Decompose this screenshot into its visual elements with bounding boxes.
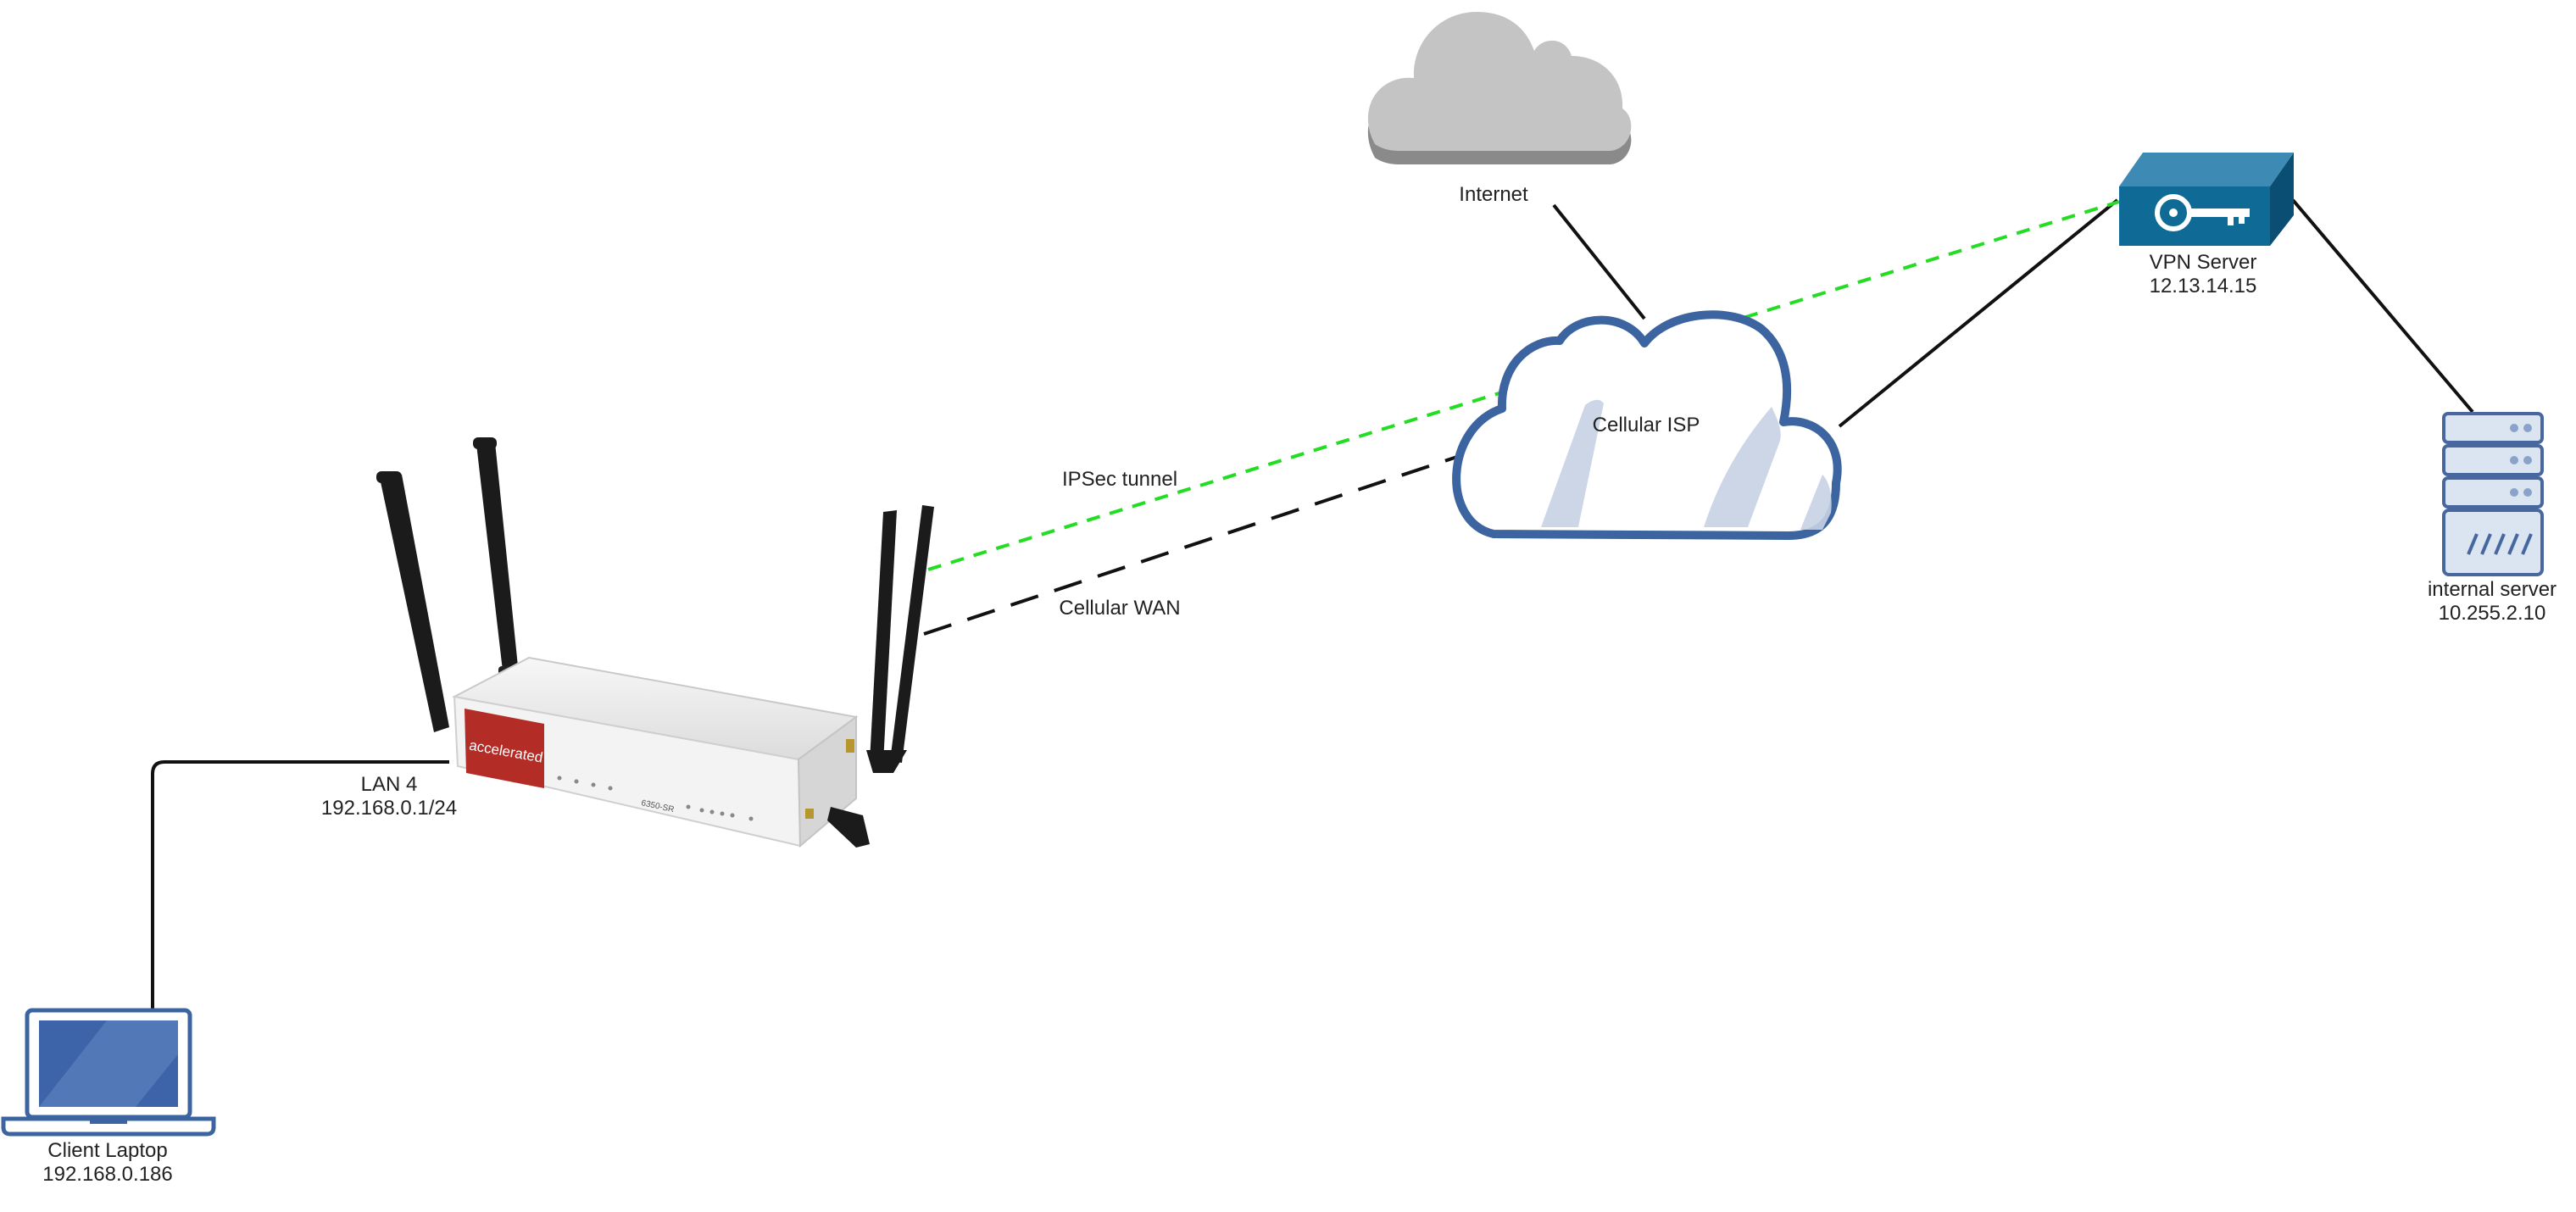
lan4-port-ip: 192.168.0.1/24 xyxy=(320,797,458,820)
vpn-server-key-icon xyxy=(2119,153,2294,246)
lan4-label: LAN 4 192.168.0.1/24 xyxy=(317,773,461,820)
internet-cloud-icon xyxy=(1367,12,1632,164)
router-icon: accelerated 6350-SR xyxy=(376,437,934,848)
link-isp-vpn-server xyxy=(1838,198,2119,428)
internet-label: Internet xyxy=(1459,183,1528,206)
client-laptop-ip: 192.168.0.186 xyxy=(42,1163,173,1186)
vpn-server-ip: 12.13.14.15 xyxy=(2149,275,2257,297)
client-laptop-label: Client Laptop 192.168.0.186 xyxy=(29,1139,186,1187)
internal-server-name: internal server xyxy=(2427,578,2557,601)
internal-server-ip: 10.255.2.10 xyxy=(2438,602,2546,625)
router-brand-plate xyxy=(465,709,544,788)
vpn-server-name: VPN Server xyxy=(2149,251,2257,274)
cellular-isp-label: Cellular ISP xyxy=(1592,414,1700,436)
cellular-isp-cloud-icon xyxy=(1452,310,1842,540)
cellular-wan-line xyxy=(923,454,1460,636)
link-internet-isp xyxy=(1552,203,1646,320)
client-laptop-name: Client Laptop xyxy=(47,1139,168,1162)
internal-server-label: internal server 10.255.2.10 xyxy=(2416,578,2568,625)
lan4-port-name: LAN 4 xyxy=(360,773,418,796)
link-lan4-laptop xyxy=(151,760,449,1009)
internal-server-icon xyxy=(2442,412,2544,576)
ipsec-tunnel-label: IPSec tunnel xyxy=(1061,468,1178,491)
vpn-server-label: VPN Server 12.13.14.15 xyxy=(2139,251,2267,298)
link-vpn-internal-server xyxy=(2291,198,2474,414)
client-laptop-icon xyxy=(1,1008,216,1137)
cellular-wan-label: Cellular WAN xyxy=(1059,597,1181,620)
